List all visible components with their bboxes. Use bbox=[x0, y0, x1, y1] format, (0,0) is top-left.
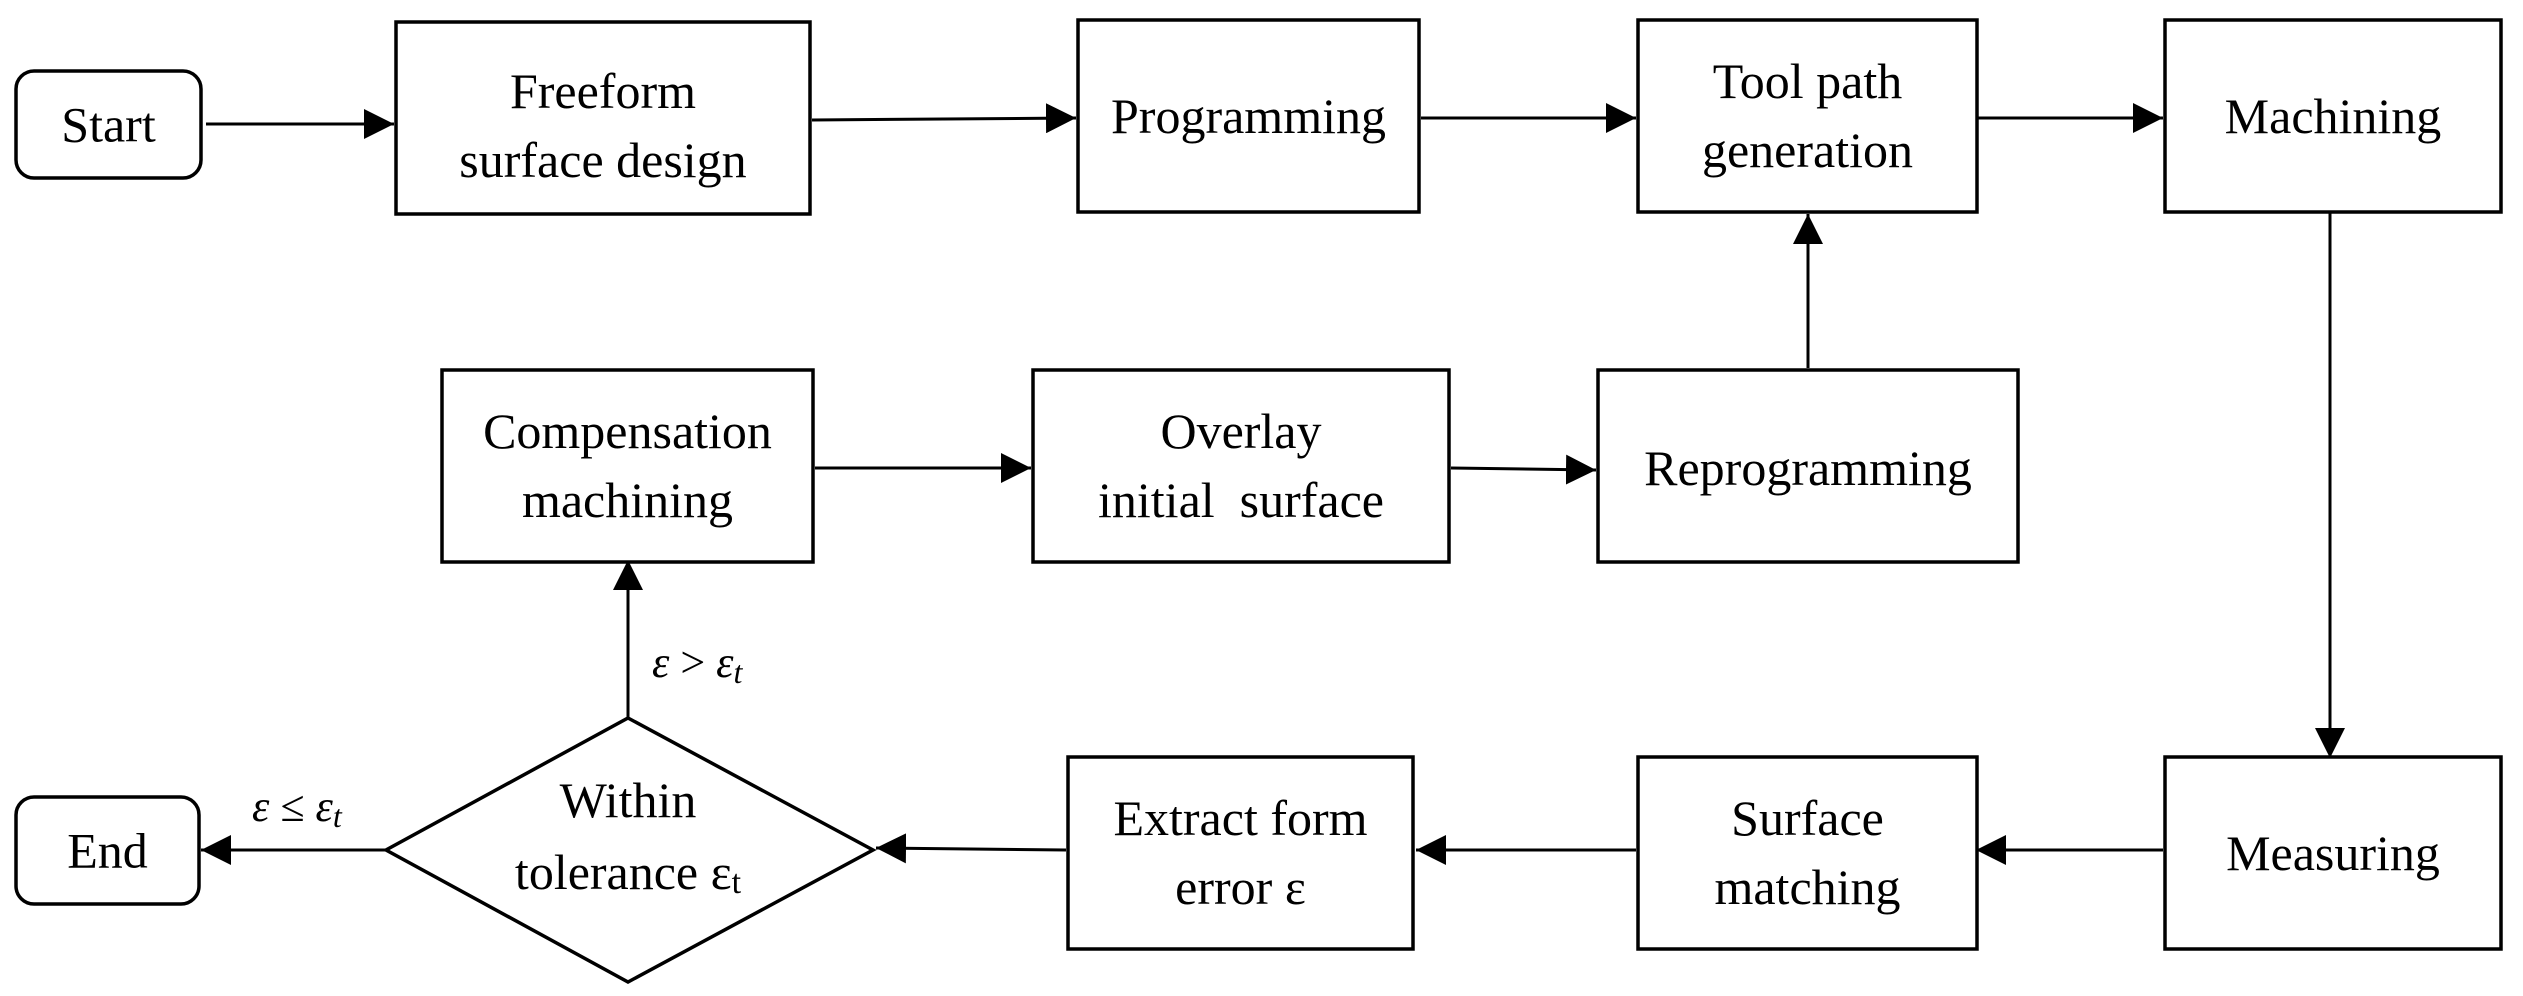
edge-extract-to-tolerance bbox=[875, 833, 1067, 864]
cond-less-equal-subscript: t bbox=[333, 798, 343, 834]
tolerance-label-line2: tolerance εt bbox=[515, 844, 742, 901]
condition-less-equal-label: ε ≤ εt bbox=[252, 782, 343, 835]
node-within-tolerance: Within tolerance εt bbox=[382, 716, 877, 984]
freeform-label-line1: Freeform bbox=[510, 63, 696, 119]
freeform-label-line2: surface design bbox=[459, 132, 746, 188]
node-measuring: Measuring bbox=[2163, 755, 2503, 951]
edge-freeform-to-programming bbox=[811, 103, 1077, 134]
compensation-label-line2: machining bbox=[522, 472, 733, 528]
node-start: Start bbox=[14, 69, 203, 180]
measuring-label: Measuring bbox=[2226, 825, 2440, 881]
tolerance-line2-text: tolerance bbox=[515, 844, 711, 900]
node-reprogramming: Reprogramming bbox=[1596, 368, 2020, 564]
reprogramming-label: Reprogramming bbox=[1644, 440, 1972, 496]
edges bbox=[201, 103, 2345, 865]
tolerance-line2-subscript: t bbox=[732, 864, 742, 901]
cond-less-equal-operator: ≤ bbox=[269, 782, 315, 831]
node-freeform-surface-design: Freeform surface design bbox=[394, 20, 812, 216]
programming-label: Programming bbox=[1111, 88, 1386, 144]
node-end: End bbox=[14, 795, 201, 906]
overlay-label-line2: initial surface bbox=[1098, 472, 1384, 528]
toolpath-label-line2: generation bbox=[1702, 122, 1913, 178]
overlay-label-line1: Overlay bbox=[1160, 403, 1321, 459]
node-extract-form-error: Extract form error ε bbox=[1066, 755, 1415, 951]
cond-greater-subscript: t bbox=[734, 654, 744, 690]
extract-label-line2: error ε bbox=[1175, 859, 1306, 915]
cond-greater-operator: > bbox=[669, 638, 716, 687]
toolpath-label-line1: Tool path bbox=[1713, 53, 1903, 109]
edge-overlay-to-reprogramming bbox=[1450, 454, 1597, 485]
tolerance-line2-symbol: ε bbox=[711, 844, 732, 900]
node-tool-path-generation: Tool path generation bbox=[1636, 18, 1979, 214]
decision-diamond bbox=[382, 716, 877, 984]
surface-matching-label-line1: Surface bbox=[1731, 790, 1884, 846]
compensation-label-line1: Compensation bbox=[483, 403, 772, 459]
start-label: Start bbox=[61, 97, 156, 153]
cond-greater-symbol: ε bbox=[652, 638, 670, 687]
node-programming: Programming bbox=[1076, 18, 1421, 214]
node-compensation-machining: Compensation machining bbox=[440, 368, 815, 564]
surface-matching-label-line2: matching bbox=[1714, 859, 1900, 915]
node-machining: Machining bbox=[2163, 18, 2503, 214]
cond-greater-rhs: ε bbox=[716, 638, 734, 687]
cond-less-equal-symbol: ε bbox=[252, 782, 270, 831]
node-surface-matching: Surface matching bbox=[1636, 755, 1979, 951]
cond-less-equal-rhs: ε bbox=[316, 782, 334, 831]
node-overlay-initial-surface: Overlay initial surface bbox=[1031, 368, 1451, 564]
extract-label-line1: Extract form bbox=[1113, 790, 1367, 846]
condition-greater-label: ε > εt bbox=[652, 638, 744, 691]
machining-label: Machining bbox=[2225, 88, 2442, 144]
end-label: End bbox=[67, 823, 148, 879]
tolerance-label-line1: Within bbox=[560, 772, 697, 828]
